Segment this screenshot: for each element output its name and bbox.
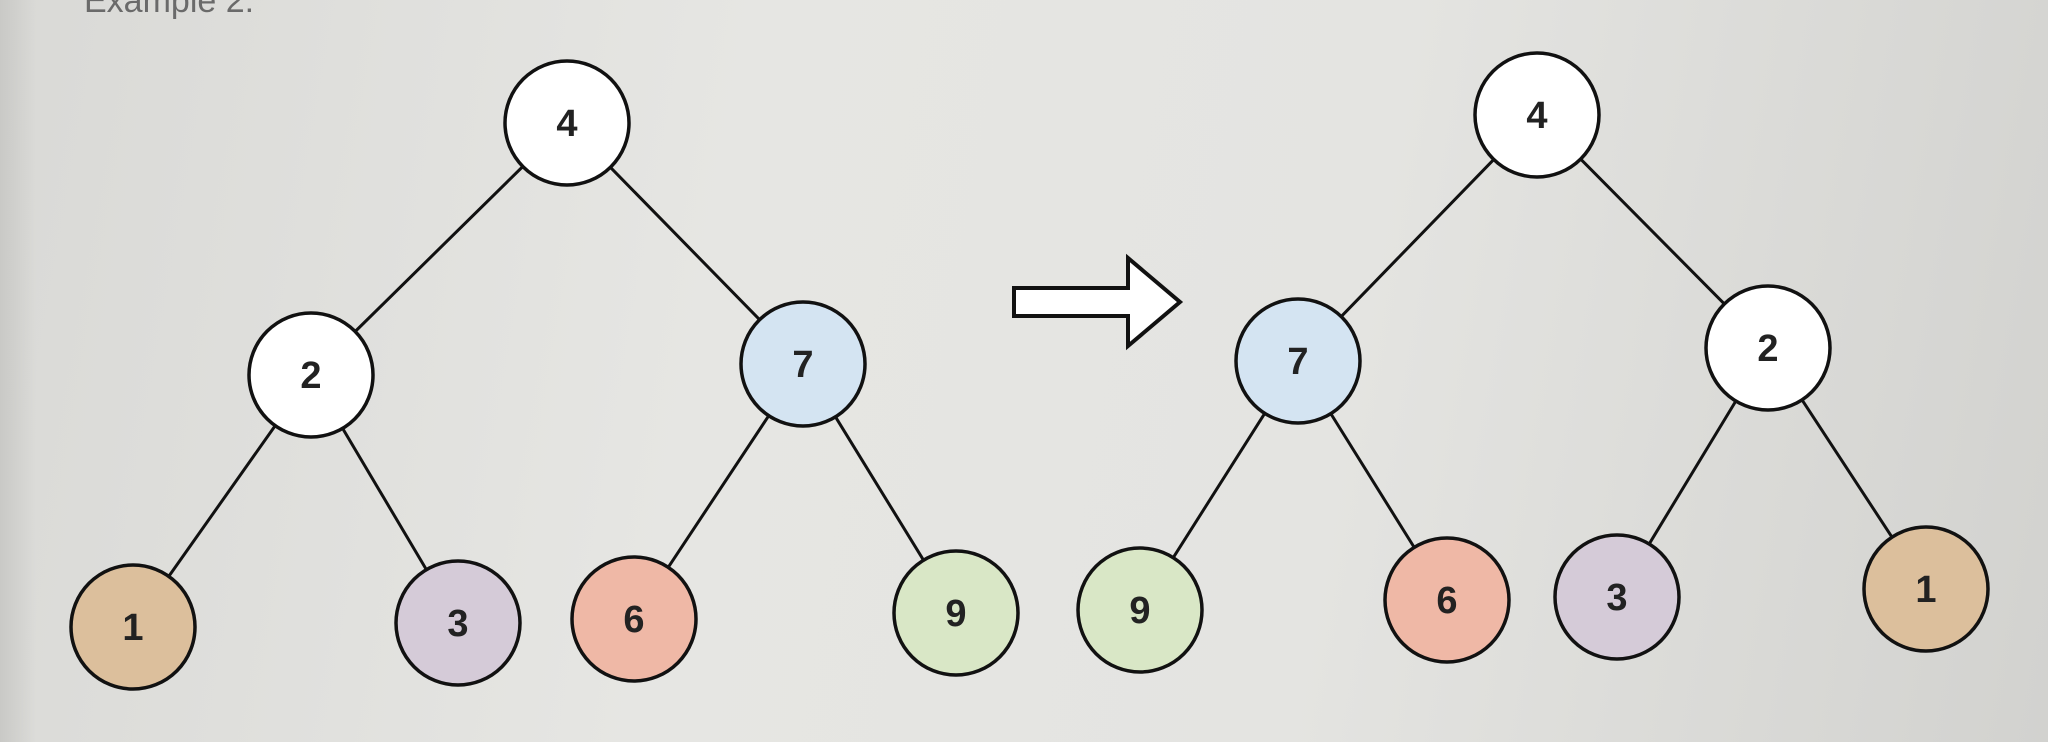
edge-a4-a2 bbox=[354, 165, 524, 333]
node-circle bbox=[1234, 297, 1362, 425]
node-1: 1 bbox=[1862, 525, 1990, 653]
node-label: 3 bbox=[1606, 577, 1627, 619]
node-label: 2 bbox=[300, 355, 321, 397]
edge-a2-a1 bbox=[167, 424, 277, 578]
edge-b7-b6 bbox=[1329, 412, 1416, 549]
edge-a7-a6 bbox=[667, 414, 770, 569]
node-label: 9 bbox=[1129, 590, 1150, 632]
node-label: 3 bbox=[447, 603, 468, 645]
node-circle bbox=[892, 549, 1020, 677]
edge-b4-b2 bbox=[1579, 157, 1726, 306]
node-2: 2 bbox=[247, 311, 375, 439]
node-label: 4 bbox=[556, 103, 577, 145]
edge-b4-b7 bbox=[1340, 158, 1495, 318]
node-circle bbox=[247, 311, 375, 439]
edge-a4-a7 bbox=[609, 166, 761, 321]
node-label: 1 bbox=[1915, 569, 1936, 611]
edge-b2-b1 bbox=[1800, 399, 1894, 538]
node-circle bbox=[570, 555, 698, 683]
node-circle bbox=[739, 300, 867, 428]
node-label: 1 bbox=[122, 607, 143, 649]
node-4: 4 bbox=[503, 59, 631, 187]
node-1: 1 bbox=[69, 563, 197, 691]
node-circle bbox=[69, 563, 197, 691]
node-circle bbox=[503, 59, 631, 187]
node-label: 9 bbox=[945, 593, 966, 635]
nodes-layer: 4 2 7 1 3 6 9 4 7 2 9 6 3 1 bbox=[69, 51, 1990, 691]
edge-b2-b3 bbox=[1647, 400, 1738, 545]
node-label: 7 bbox=[1287, 341, 1308, 383]
node-circle bbox=[1862, 525, 1990, 653]
node-circle bbox=[394, 559, 522, 687]
node-circle bbox=[1553, 533, 1681, 661]
node-3: 3 bbox=[1553, 533, 1681, 661]
node-circle bbox=[1704, 284, 1832, 412]
node-label: 6 bbox=[1436, 580, 1457, 622]
node-label: 4 bbox=[1526, 95, 1547, 137]
example-caption: Example 2: bbox=[84, 0, 255, 20]
node-7: 7 bbox=[1234, 297, 1362, 425]
node-6: 6 bbox=[1383, 536, 1511, 664]
edge-b7-b9 bbox=[1171, 412, 1267, 559]
page-edge-shadow bbox=[0, 0, 36, 742]
node-9: 9 bbox=[1076, 546, 1204, 674]
edge-a7-a9 bbox=[834, 416, 925, 561]
node-circle bbox=[1473, 51, 1601, 179]
node-6: 6 bbox=[570, 555, 698, 683]
node-label: 7 bbox=[792, 344, 813, 386]
edges-layer bbox=[167, 157, 1894, 578]
node-9: 9 bbox=[892, 549, 1020, 677]
input-tree: 4 2 7 1 3 6 9 bbox=[69, 59, 1020, 691]
edge-a2-a3 bbox=[341, 427, 428, 571]
node-4: 4 bbox=[1473, 51, 1601, 179]
node-label: 6 bbox=[623, 599, 644, 641]
node-3: 3 bbox=[394, 559, 522, 687]
inverted-tree: 4 7 2 9 6 3 1 bbox=[1076, 51, 1990, 674]
node-2: 2 bbox=[1704, 284, 1832, 412]
node-circle bbox=[1076, 546, 1204, 674]
node-label: 2 bbox=[1757, 328, 1778, 370]
node-7: 7 bbox=[739, 300, 867, 428]
node-circle bbox=[1383, 536, 1511, 664]
right-arrow-icon bbox=[1012, 253, 1184, 351]
